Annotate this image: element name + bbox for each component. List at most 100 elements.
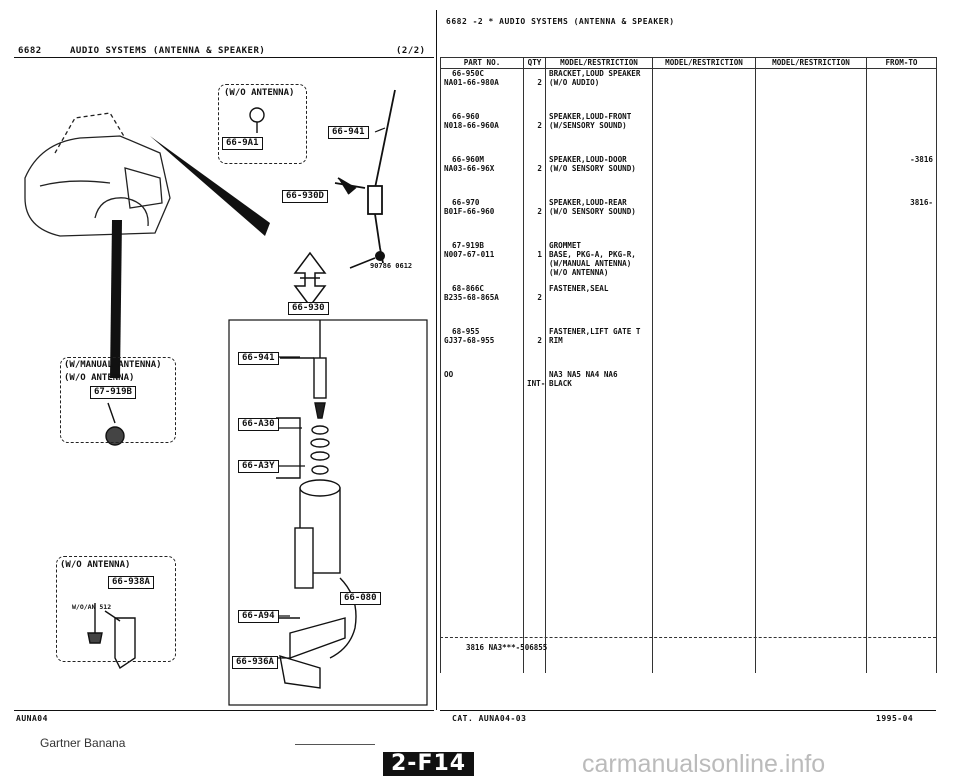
cell-qty: INT- [523, 370, 546, 413]
part-box-66-936a[interactable]: 66-936A [232, 656, 278, 669]
cell-qty: 2 [523, 284, 546, 327]
col-header-qty: QTY [523, 57, 546, 69]
ref-number: 66-970 [452, 198, 480, 207]
ref-number: 68-955 [452, 327, 480, 336]
ref-number: 68-866C [452, 284, 485, 293]
callout-frame-bottom [56, 556, 176, 662]
part-box-66-9a1[interactable]: 66-9A1 [222, 137, 263, 150]
cell-from-to [866, 370, 937, 413]
empty-cell [440, 413, 524, 673]
col-header-model-3: MODEL/RESTRICTION [755, 57, 867, 69]
part-box-66-941-top[interactable]: 66-941 [328, 126, 369, 139]
table-frame-bottom [440, 710, 936, 711]
cell-model-3 [755, 241, 867, 284]
cell-qty: 2 [523, 155, 546, 198]
part-box-66-a3y[interactable]: 66-A3Y [238, 460, 279, 473]
footer-left-code: AUNA04 [16, 714, 48, 723]
part-box-66-930d[interactable]: 66-930D [282, 190, 328, 203]
cell-qty: 2 [523, 68, 546, 112]
col-header-model-2: MODEL/RESTRICTION [652, 57, 756, 69]
cell-from-to [866, 241, 937, 284]
cell-model-3 [755, 284, 867, 327]
bolt-icon [87, 603, 136, 670]
empty-cell [866, 413, 937, 673]
leader-arrow-2 [110, 220, 122, 378]
footer-cat: CAT. AUNA04-03 [452, 714, 527, 723]
callout-wo-antenna-left: (W/O ANTENNA) [64, 373, 135, 383]
ref-number: 66-950C [452, 69, 485, 78]
ref-number: 67-919B [452, 241, 485, 250]
cell-description: FASTENER,SEAL [545, 284, 653, 327]
part-number: N007-67-011 [444, 250, 495, 259]
col-header-part-no: PART NO. [440, 57, 524, 69]
part-number: OO [444, 370, 454, 379]
cell-description: SPEAKER,LOUD-DOOR (W/O SENSORY SOUND) [545, 155, 653, 198]
part-number: N018-66-960A [444, 121, 499, 130]
cell-qty: 1 [523, 241, 546, 284]
antenna-mast-icon [334, 89, 396, 264]
callout-frame-top [218, 84, 307, 164]
callout-frame-left [60, 357, 176, 443]
speaker-icon [249, 107, 265, 133]
callout-wo-antenna-bottom: (W/O ANTENNA) [60, 560, 131, 570]
cell-qty: 2 [523, 198, 546, 241]
cell-model-2 [652, 327, 756, 370]
grommet-icon [105, 402, 125, 446]
table-footnote: 3816 NA3***-506855 [466, 643, 548, 652]
cell-description: GROMMET BASE, PKG-A, PKG-R, (W/MANUAL AN… [545, 241, 653, 284]
cell-model-2 [652, 112, 756, 155]
cell-model-2 [652, 198, 756, 241]
col-header-from-to: FROM-TO [866, 57, 937, 69]
cell-qty: 2 [523, 327, 546, 370]
left-header-rule [14, 57, 434, 58]
cell-model-3 [755, 112, 867, 155]
cell-from-to: 3816- [866, 198, 937, 241]
empty-cell [652, 413, 756, 673]
part-box-66-a94[interactable]: 66-A94 [238, 610, 279, 623]
part-number: B01F-66-960 [444, 207, 495, 216]
cell-from-to [866, 284, 937, 327]
right-header-title: 6682 -2 * AUDIO SYSTEMS (ANTENNA & SPEAK… [446, 17, 675, 26]
part-box-66-080[interactable]: 66-080 [340, 592, 381, 605]
cell-model-2 [652, 155, 756, 198]
part-box-66-930[interactable]: 66-930 [288, 302, 329, 315]
cell-model-2 [652, 370, 756, 413]
part-box-66-a30[interactable]: 66-A30 [238, 418, 279, 431]
arrow-icon [293, 251, 327, 308]
left-header-title: AUDIO SYSTEMS (ANTENNA & SPEAKER) [70, 46, 266, 56]
cell-model-3 [755, 198, 867, 241]
cell-description: FASTENER,LIFT GATE T RIM [545, 327, 653, 370]
empty-cell [545, 413, 653, 673]
ref-number: 66-960M [452, 155, 485, 164]
footer-left-rule [14, 710, 434, 711]
cell-part-no: OO [440, 370, 524, 413]
part-box-67-919b[interactable]: 67-919B [90, 386, 136, 399]
table-filler-row [440, 413, 937, 673]
callout-manual-antenna: (W/MANUAL ANTENNA) [64, 360, 162, 370]
cell-model-2 [652, 241, 756, 284]
part-box-66-938a[interactable]: 66-938A [108, 576, 154, 589]
cell-model-2 [652, 284, 756, 327]
diagram-small-note: W/O/AN 512 [72, 603, 112, 611]
watermark-left: Gartner Banana [40, 736, 126, 750]
part-box-66-941[interactable]: 66-941 [238, 352, 279, 365]
footer-long-rule [295, 744, 375, 745]
page-tag: 2-F14 [383, 752, 475, 776]
table-header-row: PART NO. QTY MODEL/RESTRICTION MODEL/RES… [440, 57, 937, 69]
part-number: GJ37-68-955 [444, 336, 495, 345]
left-header-code: 6682 [18, 46, 42, 56]
